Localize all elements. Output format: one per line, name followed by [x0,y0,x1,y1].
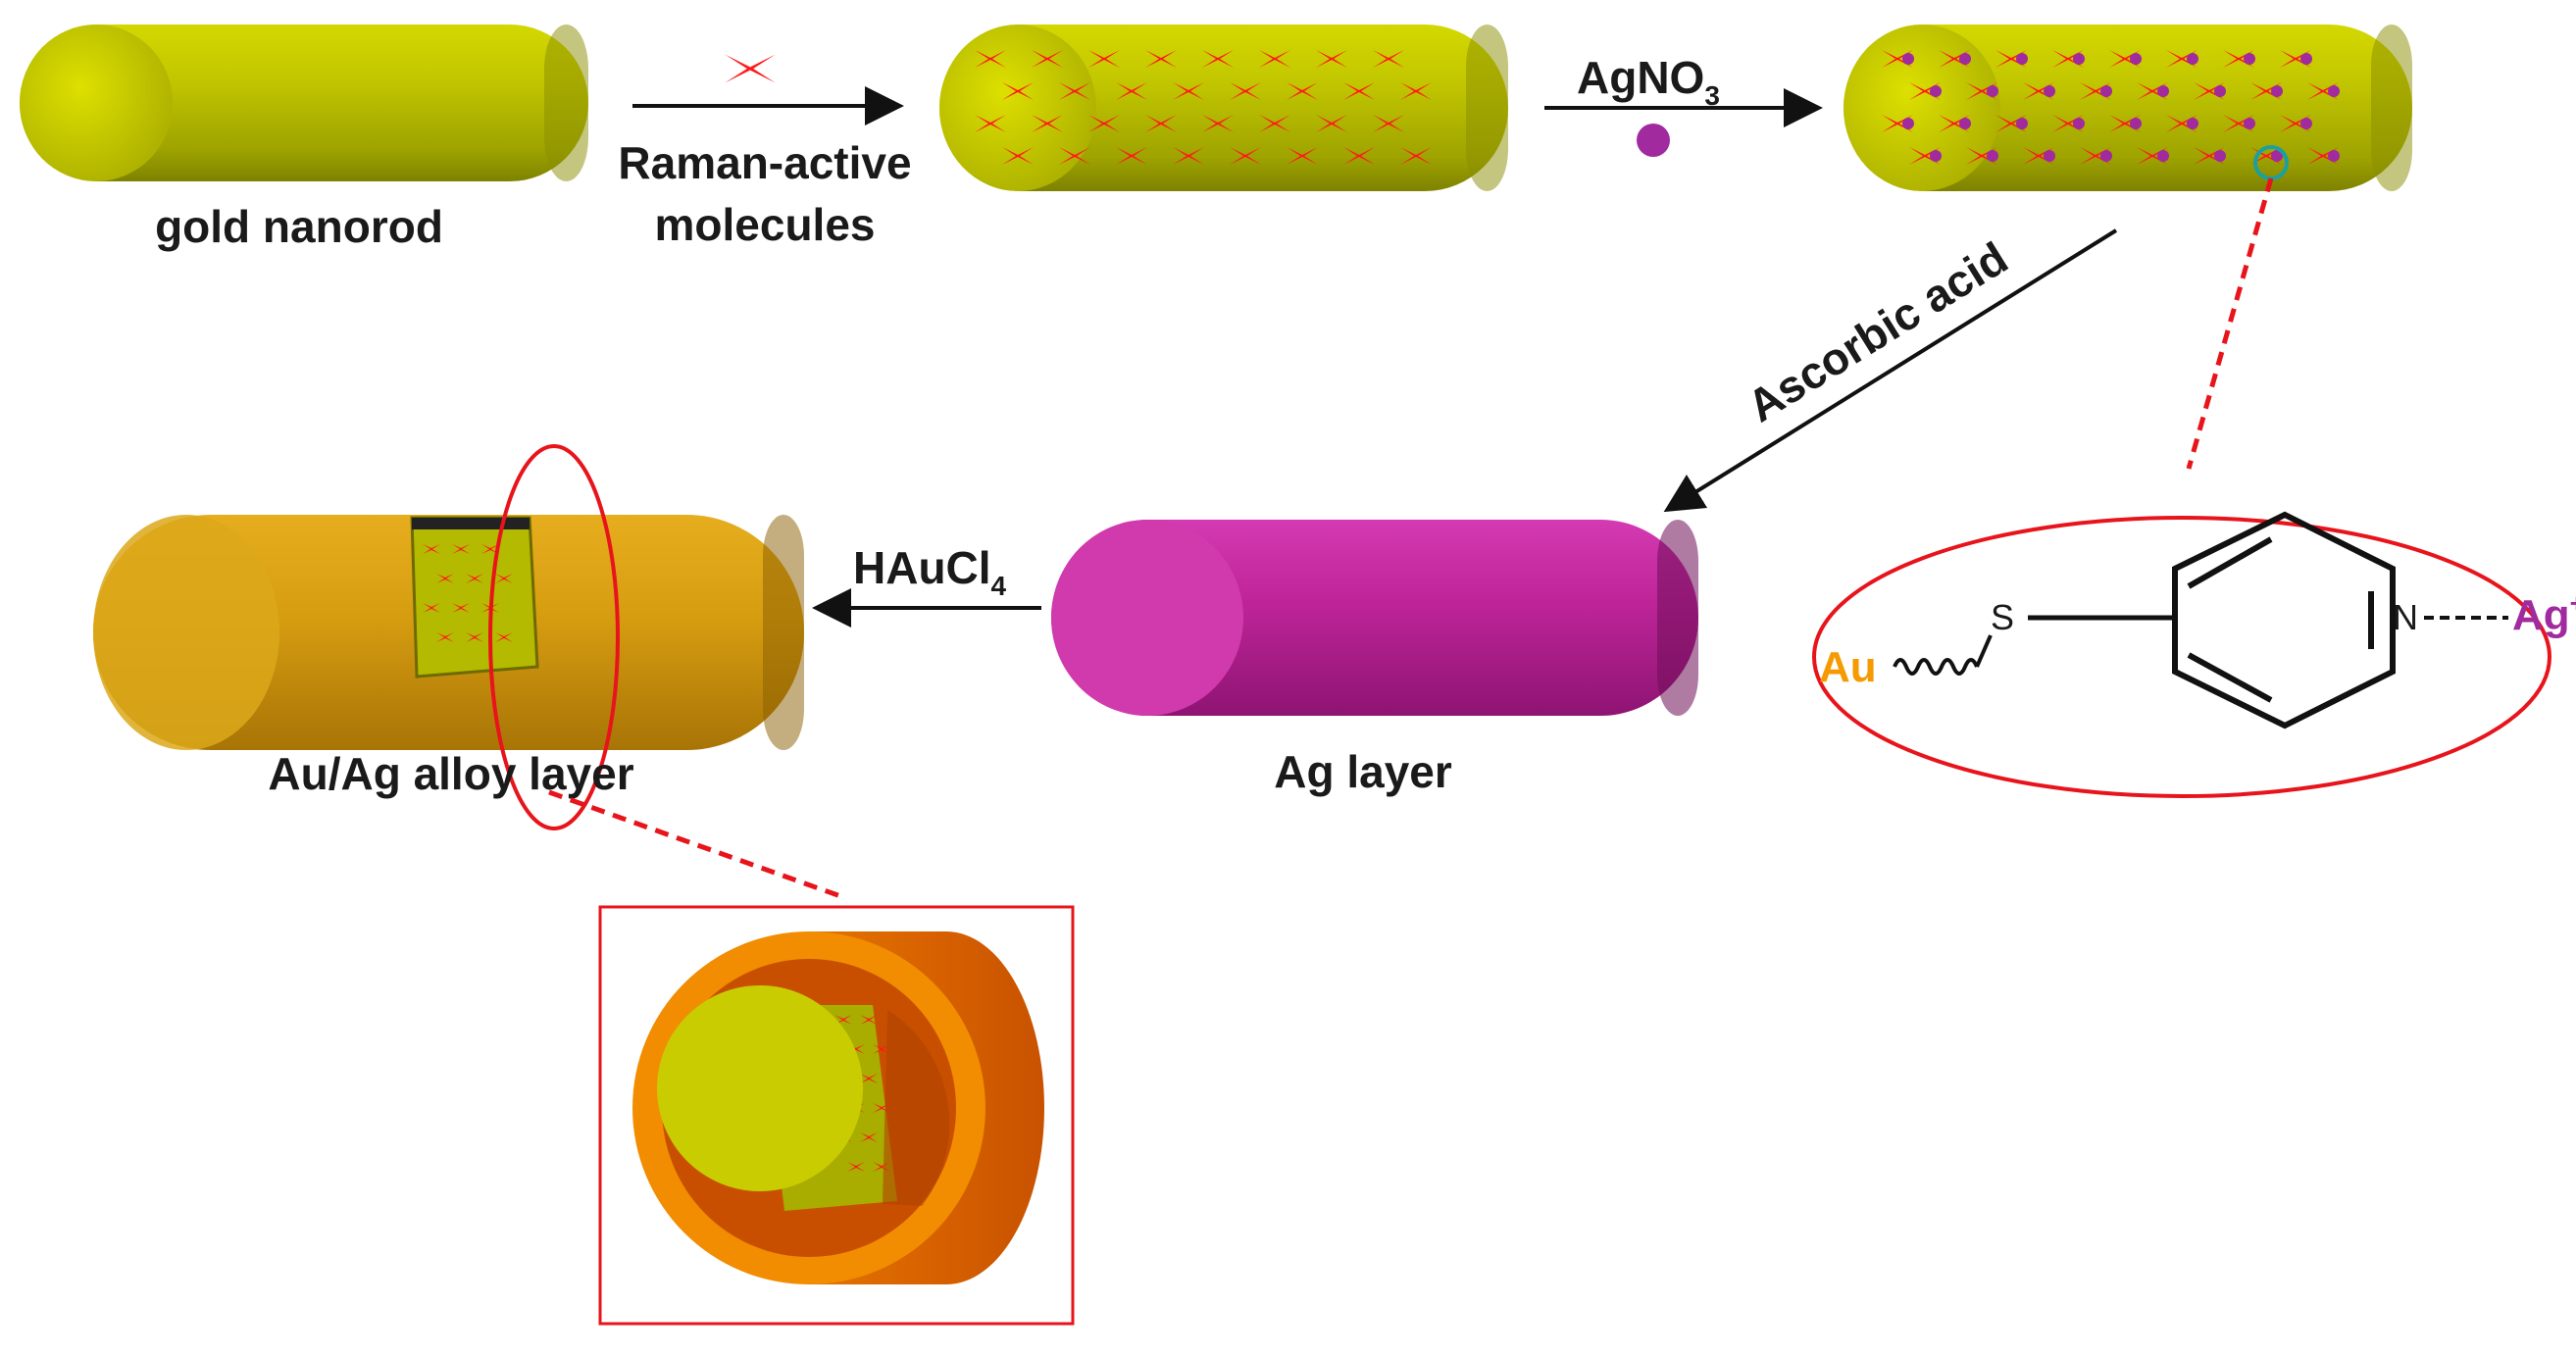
haucl4-main: HAuCl [853,542,991,593]
raman-molecule-icon [725,54,776,83]
agno3-main: AgNO [1577,52,1704,103]
raman-label-line2: molecules [655,199,876,250]
silver-ion-icon [1637,124,1670,157]
alloy-layer-label: Au/Ag alloy layer [268,748,633,799]
ag-ion-charge: + [2570,588,2576,618]
alloy-layer-rod [93,515,804,750]
cutaway-window [410,516,539,678]
agno3-label: AgNO3 [1577,52,1720,111]
molecule-callout: S N Au Ag+ [1812,511,2576,798]
rod-with-silver-ions [1844,25,2412,191]
gold-nanorod [20,25,588,181]
au-label: Au [1819,643,1877,691]
cross-section-ring [488,444,620,830]
raman-label-line1: Raman-active [618,137,911,188]
ag-ion-label: Ag+ [2512,588,2576,639]
ag-layer-label: Ag layer [1274,746,1452,797]
ag-layer-rod [1051,520,1698,716]
ascorbic-acid-label: Ascorbic acid [1739,231,2016,431]
agno3-sub: 3 [1704,80,1720,111]
arrow-ascorbic [1663,228,2118,513]
ag-ion-symbol: Ag [2512,591,2570,639]
nitrogen-atom-label: N [2393,597,2418,637]
callout-line-molecule [2186,177,2274,470]
callout-line-cross-section [548,789,844,900]
haucl4-sub: 4 [991,571,1007,601]
sulfur-atom-label: S [1991,597,2014,637]
gold-nanorod-label: gold nanorod [155,201,443,252]
cross-section-box [598,905,1075,1326]
haucl4-label: HAuCl4 [853,542,1007,601]
rod-with-raman-molecules [939,25,1508,191]
